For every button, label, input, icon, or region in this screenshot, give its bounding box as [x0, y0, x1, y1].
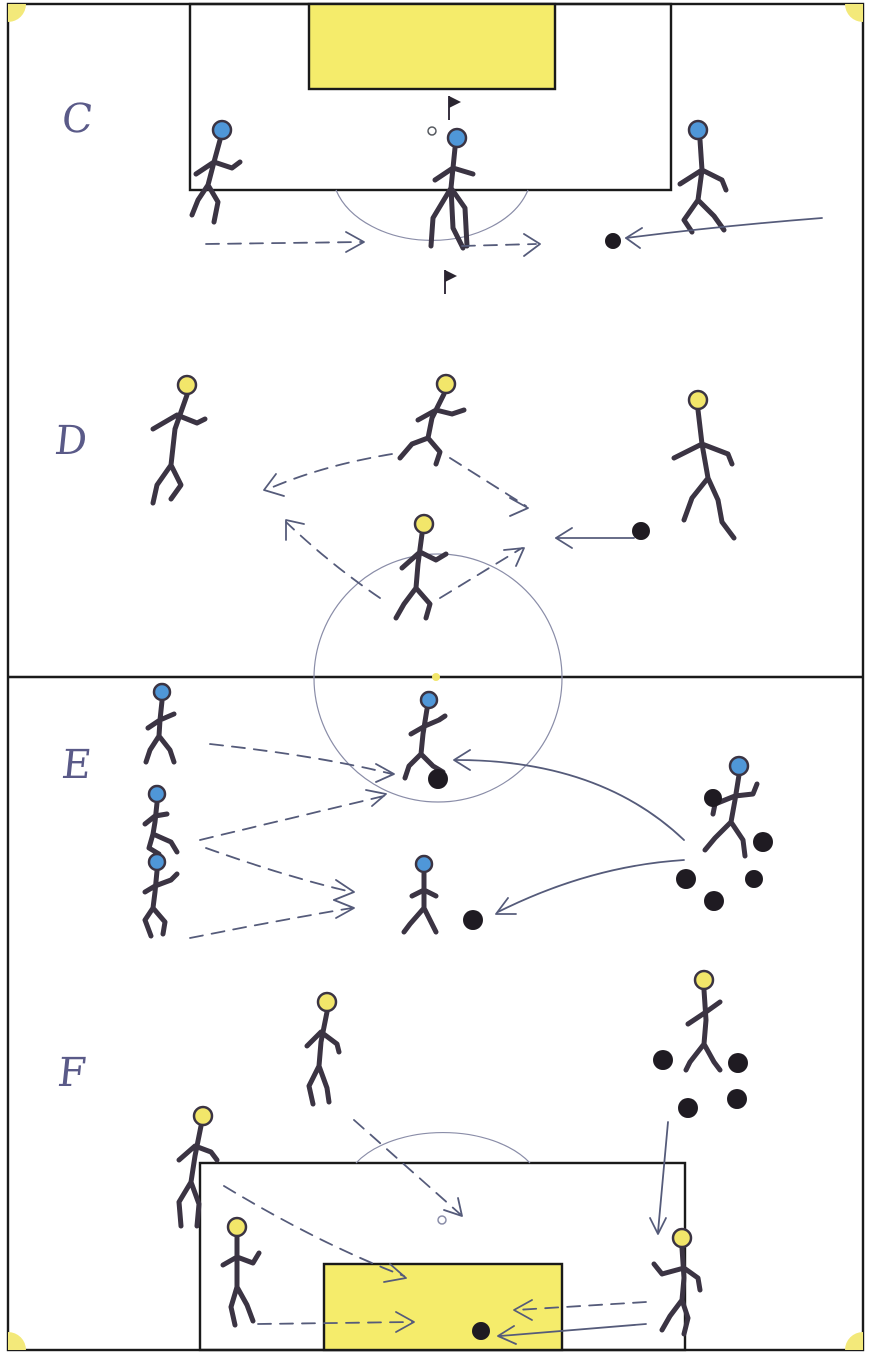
corner-quadrant-icon	[8, 4, 26, 22]
ball-icon	[632, 522, 650, 540]
player-figure-icon	[142, 784, 180, 857]
section-label-c: C	[59, 96, 96, 142]
pass-arrow	[209, 743, 393, 775]
section-label-d: D	[52, 418, 90, 464]
ball-icon	[678, 1098, 698, 1118]
pass-arrow-head	[503, 547, 525, 567]
ball-path-arrow-head	[625, 227, 643, 249]
player-figure-icon	[150, 374, 208, 506]
pass-arrow	[461, 243, 537, 247]
pass-arrow-head	[509, 497, 529, 517]
ball-icon	[463, 910, 483, 930]
pass-arrow-head	[513, 1299, 533, 1321]
player-figure-icon	[702, 755, 760, 859]
section-label-f: F	[55, 1050, 89, 1096]
pass-arrow-head	[333, 899, 355, 919]
player-figure-icon	[192, 119, 240, 222]
pass-arrow	[189, 907, 353, 939]
section-f-players	[176, 969, 748, 1345]
pass-arrow	[223, 1185, 405, 1277]
player-figure-icon	[304, 991, 342, 1107]
cone-flag-icon	[448, 96, 461, 120]
player-figure-icon	[671, 389, 737, 541]
ball-icon	[472, 1322, 490, 1340]
pass-arrow	[515, 1301, 647, 1311]
ball-icon	[753, 832, 773, 852]
top-goal	[307, 2, 557, 91]
ball-icon	[428, 769, 448, 789]
ball-icon	[745, 870, 763, 888]
ball-icon	[727, 1089, 747, 1109]
pass-arrow-head	[375, 763, 395, 783]
ball-icon	[605, 233, 621, 249]
corner-quadrant-icon	[845, 4, 863, 22]
section-d-players	[150, 373, 737, 621]
section-e-players	[142, 682, 773, 939]
pass-arrow-head	[395, 1311, 415, 1333]
pitch	[6, 2, 865, 1352]
player-figure-icon	[651, 1227, 703, 1337]
ball-path-arrow	[497, 859, 685, 913]
center-circle	[313, 553, 563, 803]
ball-path-arrow	[455, 759, 685, 841]
center-spot	[432, 673, 440, 681]
ball-icon	[653, 1050, 673, 1070]
pass-arrow	[285, 521, 381, 599]
player-figure-icon	[176, 1105, 220, 1229]
pass-arrow	[439, 547, 523, 599]
player-figure-icon	[401, 854, 439, 935]
player-figure-icon	[397, 373, 467, 467]
pass-arrow	[205, 847, 353, 893]
player-figure-icon	[142, 852, 180, 939]
pass-arrow-head	[263, 473, 285, 497]
ball-path-arrow-head	[495, 897, 517, 915]
cone-flag-icon	[444, 270, 457, 294]
pass-arrow-head	[383, 1263, 407, 1283]
ball-path-arrow	[657, 1121, 669, 1233]
ball-path-arrow	[625, 217, 823, 239]
pass-arrow-head	[523, 233, 541, 257]
ball-path-arrow	[499, 1323, 647, 1337]
ball-path-arrow-head	[453, 749, 471, 771]
player-figure-icon	[683, 969, 723, 1073]
pass-arrow-head	[443, 1197, 463, 1217]
ball-path-arrow-head	[497, 1325, 517, 1345]
ball-icon	[427, 126, 437, 136]
ball-icon	[676, 869, 696, 889]
player-figure-icon	[220, 1216, 262, 1328]
pass-arrow	[199, 795, 385, 841]
player-figure-icon	[428, 127, 476, 251]
pass-arrow-head	[345, 231, 365, 253]
player-figure-icon	[402, 690, 448, 781]
section-c-players	[192, 96, 823, 294]
player-figure-icon	[393, 513, 449, 621]
pass-arrow	[205, 241, 363, 245]
ball-icon	[728, 1053, 748, 1073]
pass-arrow	[265, 453, 393, 491]
section-label-e: E	[59, 742, 94, 788]
ball-icon	[437, 1215, 447, 1225]
ball-path-arrow-head	[555, 527, 573, 549]
bottom-penalty-arc	[355, 1131, 531, 1164]
ball-path-arrow-head	[649, 1217, 667, 1235]
ball-icon	[704, 891, 724, 911]
player-figure-icon	[677, 119, 729, 235]
pass-arrow-head	[333, 879, 355, 901]
ball-icon	[704, 789, 722, 807]
pass-arrow	[353, 1119, 461, 1215]
player-figure-icon	[146, 682, 174, 762]
pass-arrow-head	[285, 519, 305, 541]
pass-arrow-head	[365, 789, 387, 807]
bottom-goal	[322, 1262, 564, 1352]
pass-arrow	[257, 1321, 413, 1325]
pass-arrow	[449, 457, 527, 507]
corner-quadrant-icon	[845, 1332, 863, 1350]
corner-quadrant-icon	[8, 1332, 26, 1350]
